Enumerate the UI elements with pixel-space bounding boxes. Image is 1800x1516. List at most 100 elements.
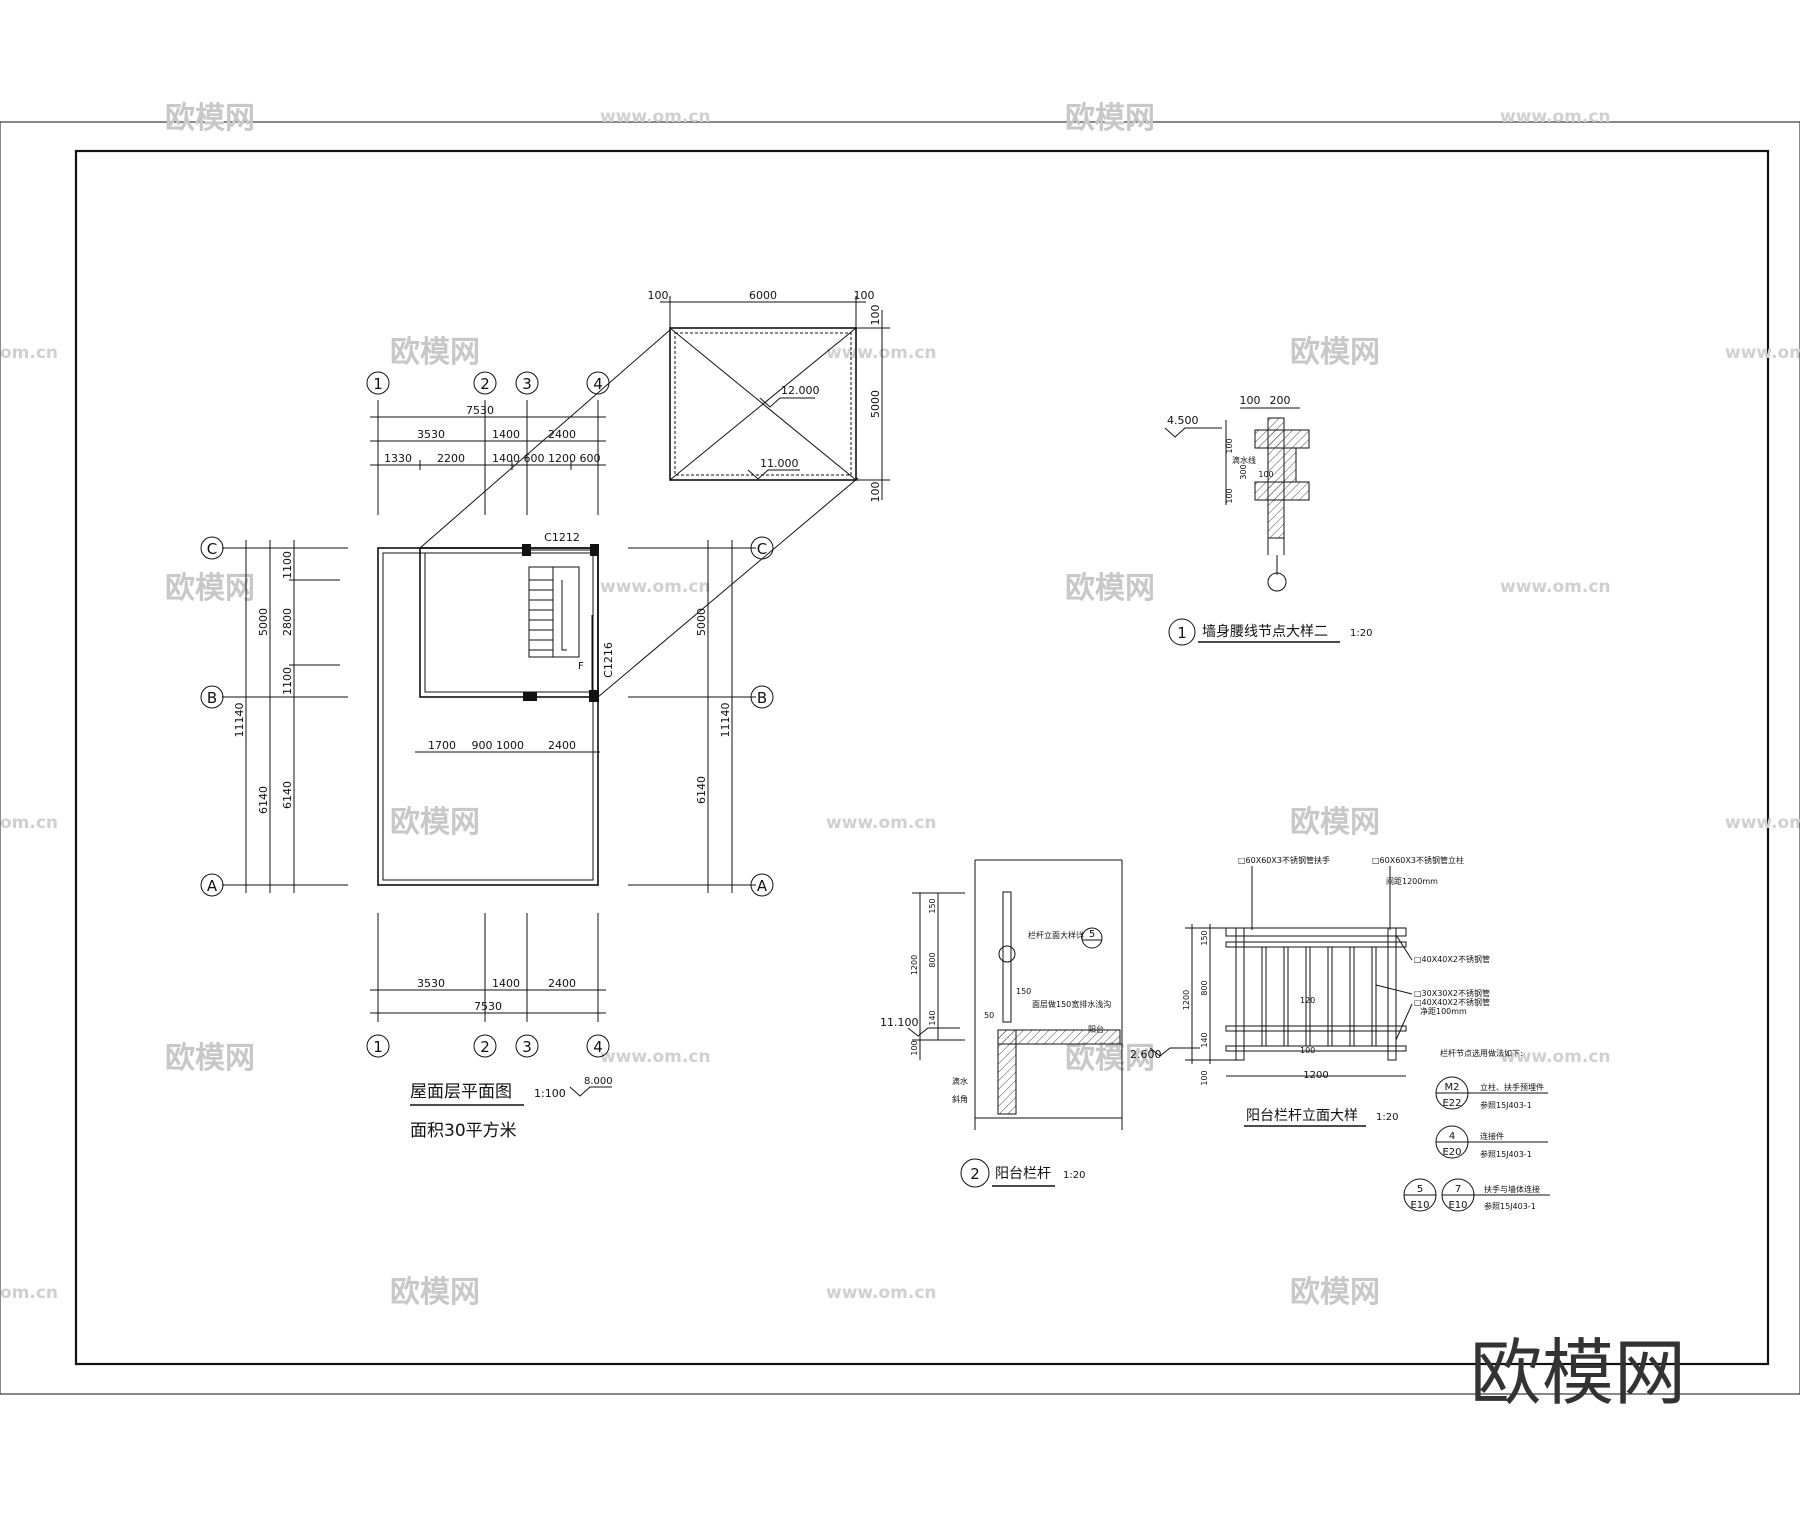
watermark-brand: 欧模网 (1290, 335, 1380, 370)
watermark-brand: 欧模网 (1065, 101, 1155, 136)
rail-label-1: □60X60X3不锈钢管扶手 (1238, 855, 1330, 865)
watermark-url: www.om.cn (600, 1047, 711, 1067)
rail-bottom-label: 100 (1300, 1046, 1315, 1055)
dim-top-r2-5: 1200 (548, 452, 576, 465)
watermark-url: www.om.cn (826, 1283, 937, 1303)
roof-plan-level: 8.000 (584, 1076, 613, 1087)
window-c1212: C1212 (544, 531, 580, 544)
rail-title: 阳台栏杆立面大样 (1246, 1108, 1358, 1124)
roof-ridge-level: 12.000 (781, 384, 820, 397)
dim-top-total: 7530 (466, 404, 494, 417)
watermark-brand: 欧模网 (1065, 1041, 1155, 1076)
inner-frame (74, 149, 1770, 1366)
dim-top-r2-6: 600 (580, 452, 601, 465)
rail-dim-150: 150 (1200, 930, 1209, 945)
node-3-name: 扶手与墙体连接 (1484, 1184, 1540, 1194)
dim-bottom-1: 3530 (417, 977, 445, 990)
brand-logo: 欧模网 (1470, 1331, 1686, 1415)
dim-top-r2-3: 1400 (492, 452, 520, 465)
watermark-brand: 欧模网 (165, 571, 255, 606)
d2-dim-150-small: 150 (1016, 987, 1031, 996)
dim-left-inner-2: 2800 (281, 608, 294, 636)
watermark-brand: 欧模网 (1290, 1275, 1380, 1310)
axis-2-top: 2 (480, 375, 490, 393)
railing-elevation: □60X60X3不锈钢管扶手 □60X60X3不锈钢管立柱 间距1200mm 1… (1182, 855, 1490, 1127)
d2-note-drip: 滴水 (952, 1076, 968, 1086)
axis-4-bottom: 4 (593, 1038, 603, 1056)
rail-dim-1200-h: 1200 (1303, 1070, 1328, 1081)
roof-dim-top-3: 100 (854, 289, 875, 302)
roof-plan-scale: 1:100 (534, 1087, 566, 1100)
d1-dim-200-top: 200 (1270, 394, 1291, 407)
watermark-url: www.om.cn (1725, 813, 1800, 833)
watermark-url: www.om.cn (826, 343, 937, 363)
dim-right-total: 11140 (719, 703, 732, 738)
dim-bottom-2: 1400 (492, 977, 520, 990)
rail-dim-800: 800 (1200, 980, 1209, 995)
dim-inner-1: 1700 (428, 739, 456, 752)
dim-left-total: 11140 (233, 703, 246, 738)
d1-dim-v4: 100 (1258, 470, 1273, 479)
axis-a-left: A (207, 877, 218, 895)
axis-c-left: C (207, 540, 217, 558)
window-c1216: C1216 (602, 642, 615, 678)
d1-scale: 1:20 (1350, 628, 1372, 639)
d1-level: 4.500 (1167, 414, 1199, 427)
dim-top-r2-2: 2200 (437, 452, 465, 465)
d1-note: 滴水线 (1232, 455, 1256, 465)
roof-dim-side-1: 100 (869, 305, 882, 326)
node-2-ref: 参照15J403-1 (1480, 1149, 1532, 1159)
watermark-brand: 欧模网 (1065, 571, 1155, 606)
node-heading: 栏杆节点选用做法如下: (1440, 1048, 1523, 1058)
axis-1-bottom: 1 (373, 1038, 383, 1056)
dim-right-1: 5000 (695, 608, 708, 636)
axis-1-top: 1 (373, 375, 383, 393)
dim-top-r1-1: 3530 (417, 428, 445, 441)
watermark-url-cut: om.cn (0, 1283, 58, 1303)
watermark-brand: 欧模网 (390, 335, 480, 370)
dim-left-inner-3: 1100 (281, 667, 294, 695)
d2-dim-1200: 1200 (910, 955, 919, 975)
axis-b-left: B (207, 689, 217, 707)
dim-left-inner-4: 6140 (281, 781, 294, 809)
watermark-brand: 欧模网 (165, 101, 255, 136)
node-1-name: 立柱、扶手预埋件 (1480, 1082, 1544, 1092)
watermark-brand: 欧模网 (390, 1275, 480, 1310)
roof-plan-area: 面积30平方米 (410, 1121, 517, 1141)
d2-note-bevel: 斜角 (952, 1094, 968, 1104)
d2-dim-800: 800 (928, 952, 937, 967)
dim-left-outer-2: 6140 (257, 786, 270, 814)
roof-eave-level: 11.000 (760, 457, 799, 470)
dim-top-r2-1: 1330 (384, 452, 412, 465)
rail-label-3: 间距1200mm (1386, 877, 1438, 886)
watermark-url: www.om.cn (1725, 343, 1800, 363)
watermark-url-cut: om.cn (0, 343, 58, 363)
node-3a-top: 5 (1417, 1184, 1423, 1195)
rail-inner-label: 120 (1300, 996, 1315, 1005)
axis-b-right: B (757, 689, 767, 707)
watermark-url: www.om.cn (826, 813, 937, 833)
d2-note-ref: 栏杆立面大样详 (1028, 930, 1084, 940)
dim-top-r1-3: 2400 (548, 428, 576, 441)
node-1-ref: 参照15J403-1 (1480, 1100, 1532, 1110)
watermark-brand: 欧模网 (165, 1041, 255, 1076)
d2-scale: 1:20 (1063, 1170, 1085, 1181)
axis-3-bottom: 3 (522, 1038, 532, 1056)
dim-inner-2: 900 (472, 739, 493, 752)
dim-top-r2-4: 600 (524, 452, 545, 465)
watermark-url: www.om.cn (1500, 1047, 1611, 1067)
rail-label-4: □40X40X2不锈钢管 (1414, 954, 1490, 964)
rail-label-2: □60X60X3不锈钢管立柱 (1372, 855, 1464, 865)
d2-title: 阳台栏杆 (995, 1166, 1051, 1182)
watermark-brand: 欧模网 (1290, 805, 1380, 840)
node-2-name: 连接件 (1480, 1131, 1504, 1141)
roof-plan: 7530 3530 1400 2400 1330 2200 1400 600 1… (200, 329, 859, 1141)
node-1-top: M2 (1445, 1082, 1460, 1093)
roof-plan-title: 屋面层平面图 (410, 1082, 512, 1102)
d2-level-top: 11.100 (880, 1016, 919, 1029)
d2-dim-100: 100 (910, 1040, 919, 1055)
roof-dim-top-1: 100 (648, 289, 669, 302)
d2-note-ref-no: 5 (1089, 929, 1095, 940)
rail-scale: 1:20 (1376, 1112, 1398, 1123)
